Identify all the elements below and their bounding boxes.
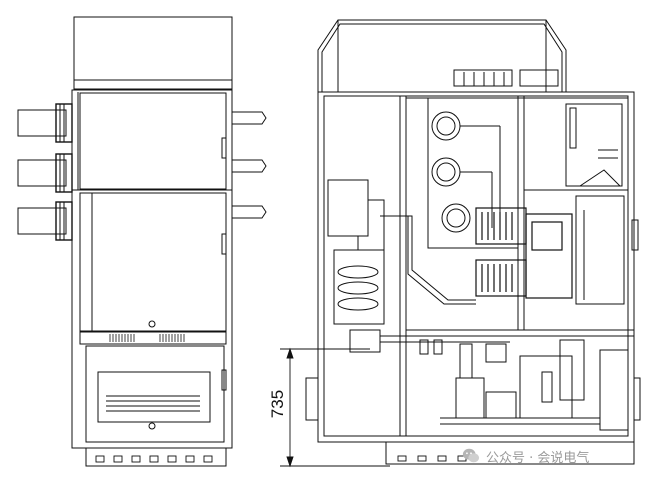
busbar-link bbox=[384, 215, 476, 301]
front-cabinet bbox=[71, 89, 233, 449]
front-top-box bbox=[73, 16, 233, 90]
watermark-text: 公众号 · 会说电气 bbox=[486, 450, 590, 466]
busbar-insulators bbox=[427, 97, 519, 249]
circuit-breaker bbox=[475, 207, 573, 299]
wechat-icon bbox=[462, 448, 480, 463]
voltage-transformer bbox=[327, 179, 385, 325]
front-louvre-band bbox=[79, 331, 227, 345]
front-base bbox=[85, 447, 227, 467]
front-lower-door bbox=[85, 345, 225, 443]
front-upper-door bbox=[79, 92, 227, 190]
low-voltage-compartment bbox=[565, 103, 625, 305]
front-view bbox=[17, 16, 267, 467]
watermark: 公众号 · 会说电气 bbox=[462, 446, 589, 466]
front-vent-grille bbox=[97, 371, 211, 423]
height-dimension bbox=[280, 347, 390, 468]
side-view bbox=[305, 19, 641, 465]
side-top-hood bbox=[317, 19, 567, 92]
front-cable-entries bbox=[17, 103, 267, 241]
cable-compartment bbox=[349, 329, 629, 431]
side-base bbox=[385, 441, 635, 465]
height-dimension-label: 735 bbox=[268, 389, 287, 419]
front-middle-door bbox=[79, 192, 227, 332]
